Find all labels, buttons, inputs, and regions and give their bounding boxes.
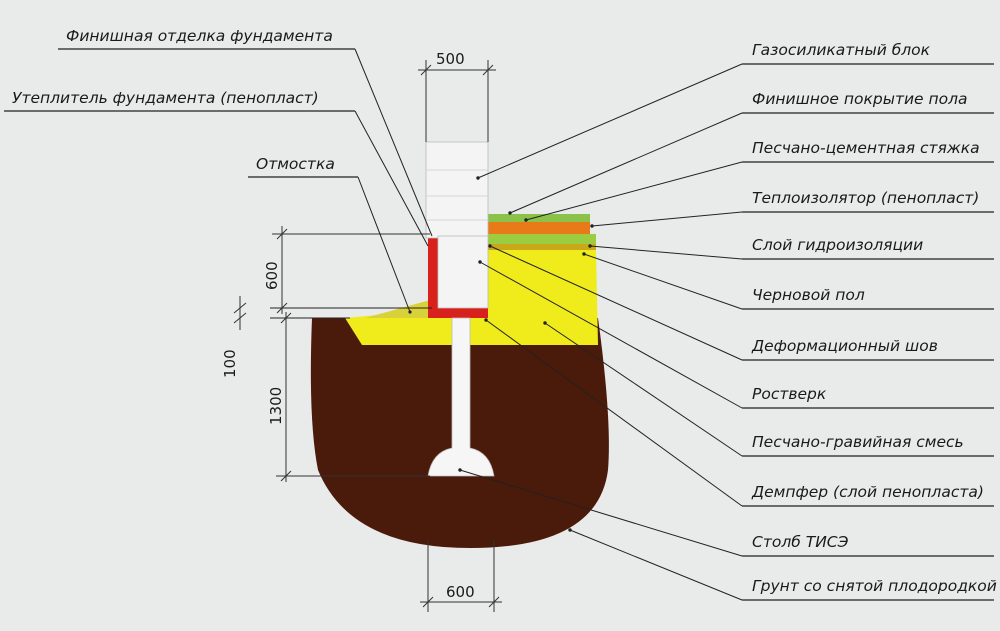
dim-wall-width: 500	[418, 50, 496, 142]
right-label-text: Газосиликатный блок	[752, 41, 931, 59]
right-label-text: Черновой пол	[752, 286, 865, 304]
right-label-item: Газосиликатный блок	[476, 41, 994, 180]
label-finish-foundation: Финишная отделка фундамента	[66, 27, 333, 45]
right-label-text: Песчано-цементная стяжка	[752, 139, 980, 157]
right-label-text: Демпфер (слой пенопласта)	[751, 483, 984, 501]
right-label-item: Ростверк	[478, 260, 994, 409]
left-label-finish: Финишная отделка фундамента	[58, 27, 433, 237]
dim-plinth-height: 600	[263, 226, 430, 314]
dim-base-width: 600	[420, 540, 502, 612]
damper-red	[432, 308, 488, 318]
dim-gap: 100	[221, 296, 247, 378]
right-label-text: Финишное покрытие пола	[752, 90, 968, 108]
right-label-item: Слой гидроизоляции	[588, 236, 994, 260]
foundation-insulation-red	[428, 236, 438, 318]
screed-layer	[486, 222, 590, 234]
right-label-item: Черновой пол	[582, 252, 994, 310]
left-label-blind-area: Отмостка	[248, 155, 412, 314]
right-label-item: Теплоизолятор (пенопласт)	[590, 189, 994, 228]
right-label-text: Ростверк	[752, 385, 827, 403]
dim-1300-label: 1300	[267, 387, 285, 425]
right-label-text: Теплоизолятор (пенопласт)	[752, 189, 979, 207]
right-label-item: Демпфер (слой пенопласта)	[484, 318, 994, 507]
blind-area-strip	[365, 300, 432, 318]
right-label-item: Песчано-гравийная смесь	[543, 321, 994, 457]
left-label-insulation: Утеплитель фундамента (пенопласт)	[4, 89, 429, 247]
dim-600-bottom-label: 600	[446, 583, 475, 601]
right-label-item: Столб ТИСЭ	[458, 468, 994, 557]
label-blind-area: Отмостка	[256, 155, 335, 173]
right-label-item: Песчано-цементная стяжка	[524, 139, 994, 222]
thermal-insulation-layer	[486, 234, 596, 244]
right-label-text: Столб ТИСЭ	[752, 533, 849, 551]
dim-pile-depth: 1300	[267, 312, 430, 482]
right-label-item: Финишное покрытие пола	[508, 90, 994, 215]
tise-pile	[427, 317, 495, 477]
dim-600-left-label: 600	[263, 261, 281, 290]
label-insulation-foundation: Утеплитель фундамента (пенопласт)	[12, 89, 319, 107]
sand-gravel-layer	[345, 248, 598, 345]
right-label-text: Деформационный шов	[751, 337, 938, 355]
right-label-text: Слой гидроизоляции	[752, 236, 923, 254]
dim-100-label: 100	[221, 349, 239, 378]
right-label-text: Песчано-гравийная смесь	[752, 433, 964, 451]
right-label-item: Грунт со снятой плодородкой	[568, 528, 997, 601]
grillage	[437, 235, 489, 309]
waterproof-layer	[486, 244, 596, 250]
right-label-item: Деформационный шов	[488, 244, 994, 361]
floor-finish-layer	[486, 214, 590, 222]
right-label-text: Грунт со снятой плодородкой	[752, 577, 997, 595]
gas-silicate-block	[425, 141, 489, 239]
dim-500-label: 500	[436, 50, 465, 68]
